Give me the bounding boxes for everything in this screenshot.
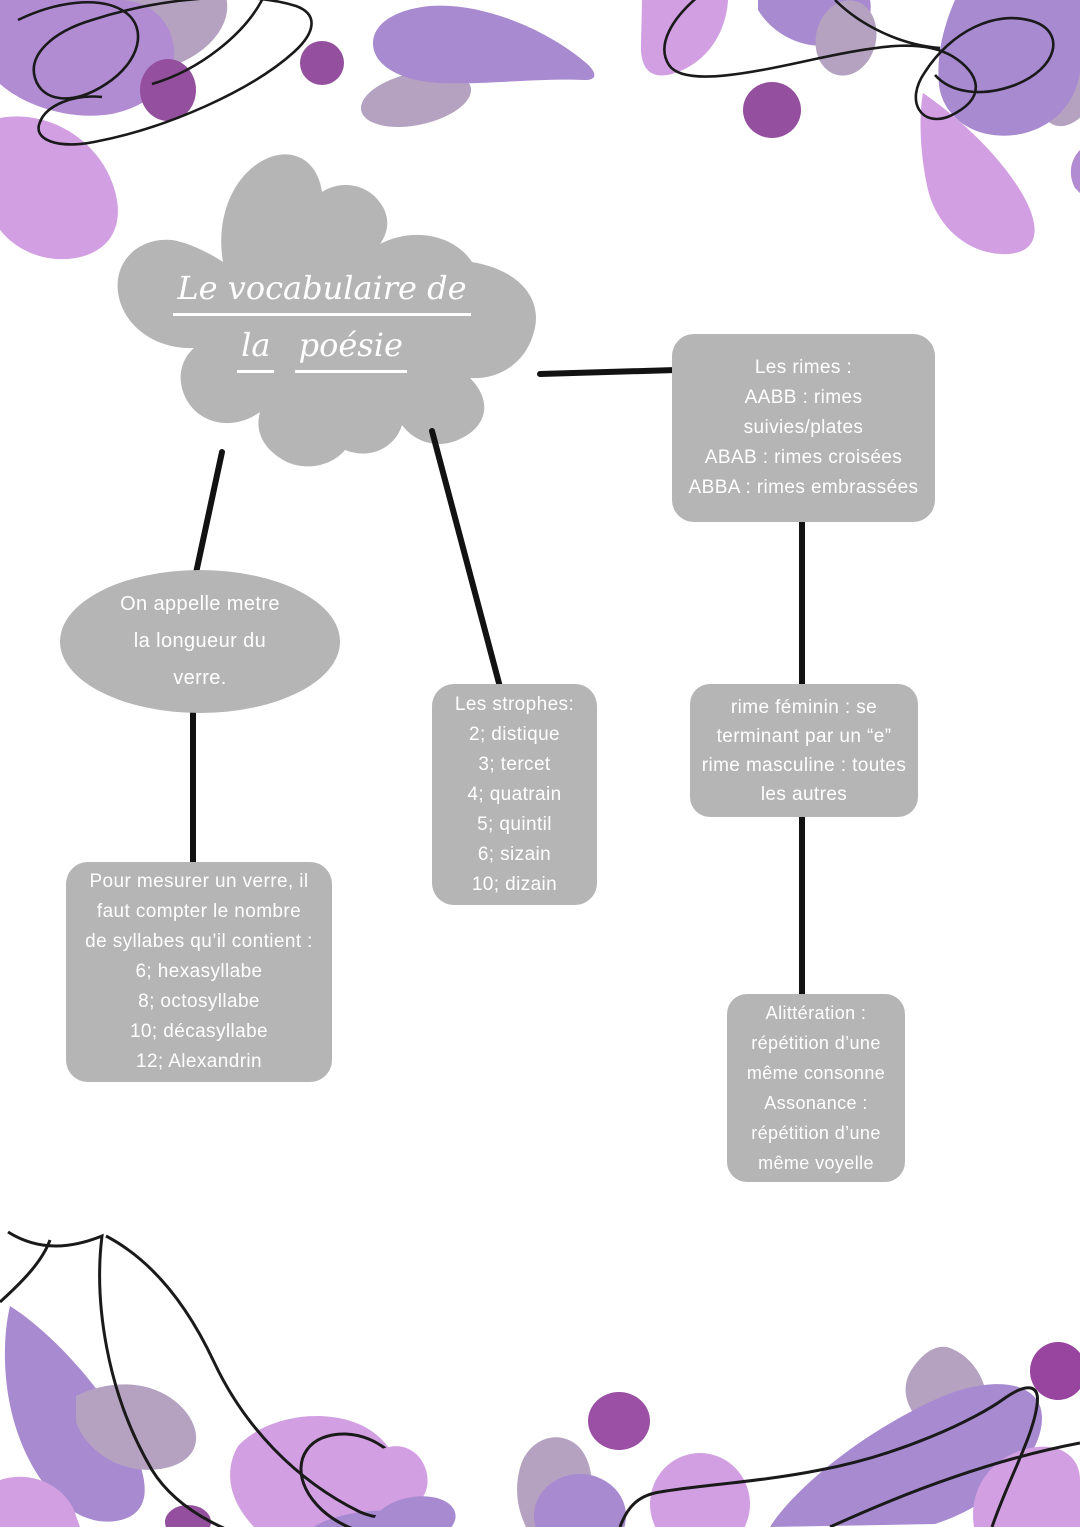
decor-blob-pink — [0, 116, 118, 260]
decor-blob-purple-comma — [372, 5, 595, 84]
node-mesurer-verre: Pour mesurer un verre, il faut compter l… — [66, 862, 332, 1082]
decor-blob-purple — [1070, 150, 1080, 193]
decor-squiggle — [618, 1386, 1039, 1527]
title-line2-word2: poésie — [294, 329, 407, 373]
title-line2-word1: la — [237, 329, 275, 373]
title-line1: Le vocabulaire de — [173, 272, 471, 316]
decor-blob-purple — [534, 1474, 626, 1527]
decor-squiggle — [834, 0, 941, 50]
decor-blob-pink — [650, 1453, 750, 1527]
decor-squiggle — [0, 1239, 52, 1304]
decor-blob-mauve-petal — [76, 1384, 197, 1470]
decor-squiggle — [151, 0, 264, 86]
decor-bottom-center — [372, 1392, 750, 1527]
decor-dot-plum — [1030, 1342, 1080, 1400]
decor-squiggle — [17, 0, 313, 146]
decor-squiggle — [663, 0, 1055, 121]
decor-blob-purple-leaf — [770, 1384, 1042, 1527]
decor-top-left — [0, 0, 595, 260]
node-metre-ellipse: On appelle metre la longueur du verre. — [60, 570, 340, 713]
connector-cloud-metre — [193, 449, 225, 576]
connector-cloud-rimes — [537, 367, 679, 377]
decor-bottom-right — [618, 1342, 1080, 1527]
decor-dot-plum — [588, 1392, 650, 1450]
decor-blob-pink — [376, 1446, 428, 1511]
mindmap-title: Le vocabulaire de la poésie — [152, 272, 492, 373]
node-alitteration-assonance: Alittération : répétition d’une même con… — [727, 994, 905, 1182]
decor-blob-pink — [230, 1416, 401, 1527]
decor-dot-plum — [165, 1505, 211, 1527]
decor-blob-pink — [0, 1476, 80, 1527]
decor-dot-plum — [140, 59, 196, 121]
decor-squiggle — [829, 1441, 1080, 1527]
decor-top-right — [640, 0, 1080, 255]
decor-blob-mauve — [360, 71, 472, 127]
title-cloud-shape — [117, 154, 536, 467]
decor-blob-pink — [640, 0, 728, 76]
decor-dot-plum — [300, 41, 344, 85]
node-rime-feminin: rime féminin : se terminant par un “e” r… — [690, 684, 918, 817]
title-line2: la poésie — [237, 329, 407, 373]
decor-bottom-left — [0, 1230, 420, 1527]
connectors — [190, 367, 805, 1000]
node-les-strophes: Les strophes: 2; distique 3; tercet 4; q… — [432, 684, 597, 905]
decor-blob-purple-petal — [4, 1306, 145, 1522]
decor-blob-purple — [938, 0, 1080, 136]
decor-blob-pink-teardrop — [920, 93, 1035, 255]
decor-squiggle — [7, 1230, 226, 1527]
node-les-rimes: Les rimes : AABB : rimes suivies/plates … — [672, 334, 935, 522]
decor-dot-plum — [743, 82, 801, 138]
decor-blob-purple — [0, 0, 175, 116]
connector-cloud-strophes — [429, 428, 503, 690]
decor-blob-purple — [372, 1496, 456, 1527]
